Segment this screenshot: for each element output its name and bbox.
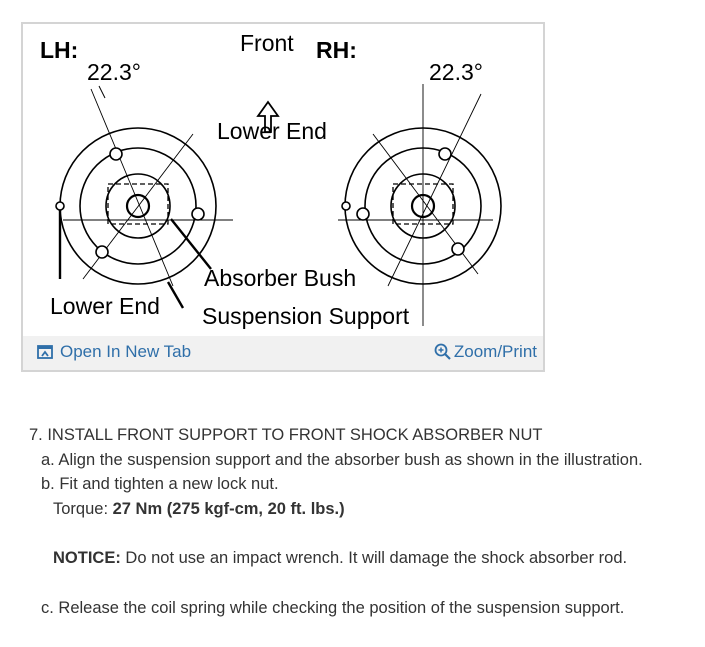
notice-label: NOTICE: — [53, 549, 121, 567]
suspension-support-label: Suspension Support — [202, 303, 410, 329]
lh-lower-end-mark — [55, 201, 65, 211]
step-c: c. Release the coil spring while checkin… — [41, 598, 625, 617]
illustration-panel: LH: RH: Front 22.3° 22.3° Lower End Abso… — [21, 22, 545, 372]
open-in-new-tab-link[interactable]: Open In New Tab — [37, 342, 191, 362]
lh-stud-right — [191, 207, 205, 221]
front-arrow — [256, 100, 280, 133]
step-b: b. Fit and tighten a new lock nut. — [41, 475, 279, 493]
lh-support-inner-ring — [79, 147, 197, 265]
zoom-print-label: Zoom/Print — [453, 342, 537, 361]
absorber-bush-label: Absorber Bush — [204, 265, 356, 291]
procedure-step: 7. INSTALL FRONT SUPPORT TO FRONT SHOCK … — [29, 423, 699, 620]
rh-stud-left — [356, 207, 370, 221]
torque-value: 27 Nm (275 kgf-cm, 20 ft. lbs.) — [112, 499, 345, 518]
step-title: 7. INSTALL FRONT SUPPORT TO FRONT SHOCK … — [29, 426, 543, 444]
lh-label: LH: — [40, 37, 78, 63]
lh-support-hub-ring — [105, 173, 171, 239]
lh-absorber-nut — [125, 193, 151, 219]
torque-spec: Torque: 27 Nm (275 kgf-cm, 20 ft. lbs.) — [29, 497, 699, 522]
lh-stud-top — [109, 147, 123, 161]
notice-text: Do not use an impact wrench. It will dam… — [120, 549, 628, 567]
torque-label: Torque: — [53, 499, 113, 518]
front-label: Front — [240, 30, 294, 56]
illustration-action-bar: Open In New Tab Zoom/Print — [23, 336, 543, 370]
step-a: a. Align the suspension support and the … — [41, 450, 643, 469]
lower-end-left-label: Lower End — [50, 293, 160, 319]
suspension-support-diagram: LH: RH: Front 22.3° 22.3° Lower End Abso… — [40, 30, 502, 329]
rh-stud-lower — [451, 242, 465, 256]
zoom-print-link[interactable]: Zoom/Print — [434, 342, 537, 362]
rh-label: RH: — [316, 37, 357, 63]
open-in-new-tab-icon — [37, 345, 53, 359]
lh-angle-label: 22.3° — [87, 59, 141, 85]
rh-lower-end-mark — [341, 201, 351, 211]
lh-absorber-bush-outline — [107, 183, 169, 225]
rh-angle-label: 22.3° — [429, 59, 483, 85]
lower-end-top-label: Lower End — [217, 118, 327, 144]
lh-stud-lower — [95, 245, 109, 259]
zoom-in-icon — [434, 343, 451, 360]
notice: NOTICE: Do not use an impact wrench. It … — [29, 546, 699, 571]
open-in-new-tab-label: Open In New Tab — [60, 342, 192, 361]
rh-stud-top — [438, 147, 452, 161]
